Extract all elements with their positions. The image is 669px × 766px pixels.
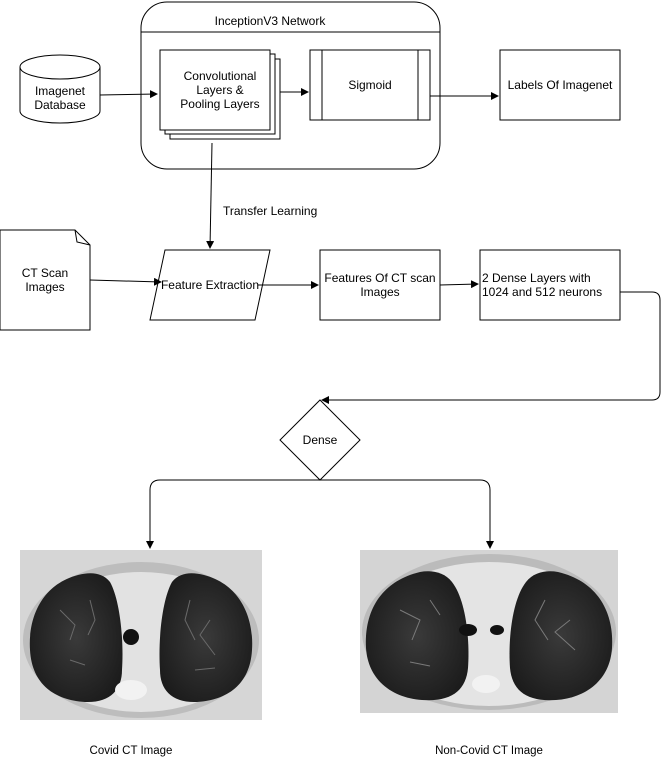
edge-diamond-to-noncovid [320,479,494,549]
edge-db-to-conv [99,90,158,99]
conv-layers-node [159,49,281,140]
features-ct-node [319,249,441,321]
dense-layers-node [479,249,621,321]
transfer-learning-label: Transfer Learning [223,204,317,218]
sigmoid-node [309,49,431,121]
imagenet-database-node [19,54,101,124]
feature-extraction-node [149,249,271,321]
edge-transfer-learning [206,142,215,249]
ct-scan-images-node [0,229,91,331]
edges [89,88,661,549]
labels-imagenet-node [499,49,621,121]
covid-ct-image [20,550,262,720]
noncovid-ct-image [360,550,618,713]
network-title: InceptionV3 Network [215,14,327,28]
edge-dense-to-diamond [321,291,661,404]
edge-ct-to-extraction [89,277,162,286]
edge-features-to-dense [439,280,479,289]
dense-decision-node [279,399,361,481]
edge-diamond-to-covid [146,479,320,549]
noncovid-ct-caption: Non-Covid CT Image [435,745,543,757]
covid-ct-caption: Covid CT Image [90,745,173,757]
